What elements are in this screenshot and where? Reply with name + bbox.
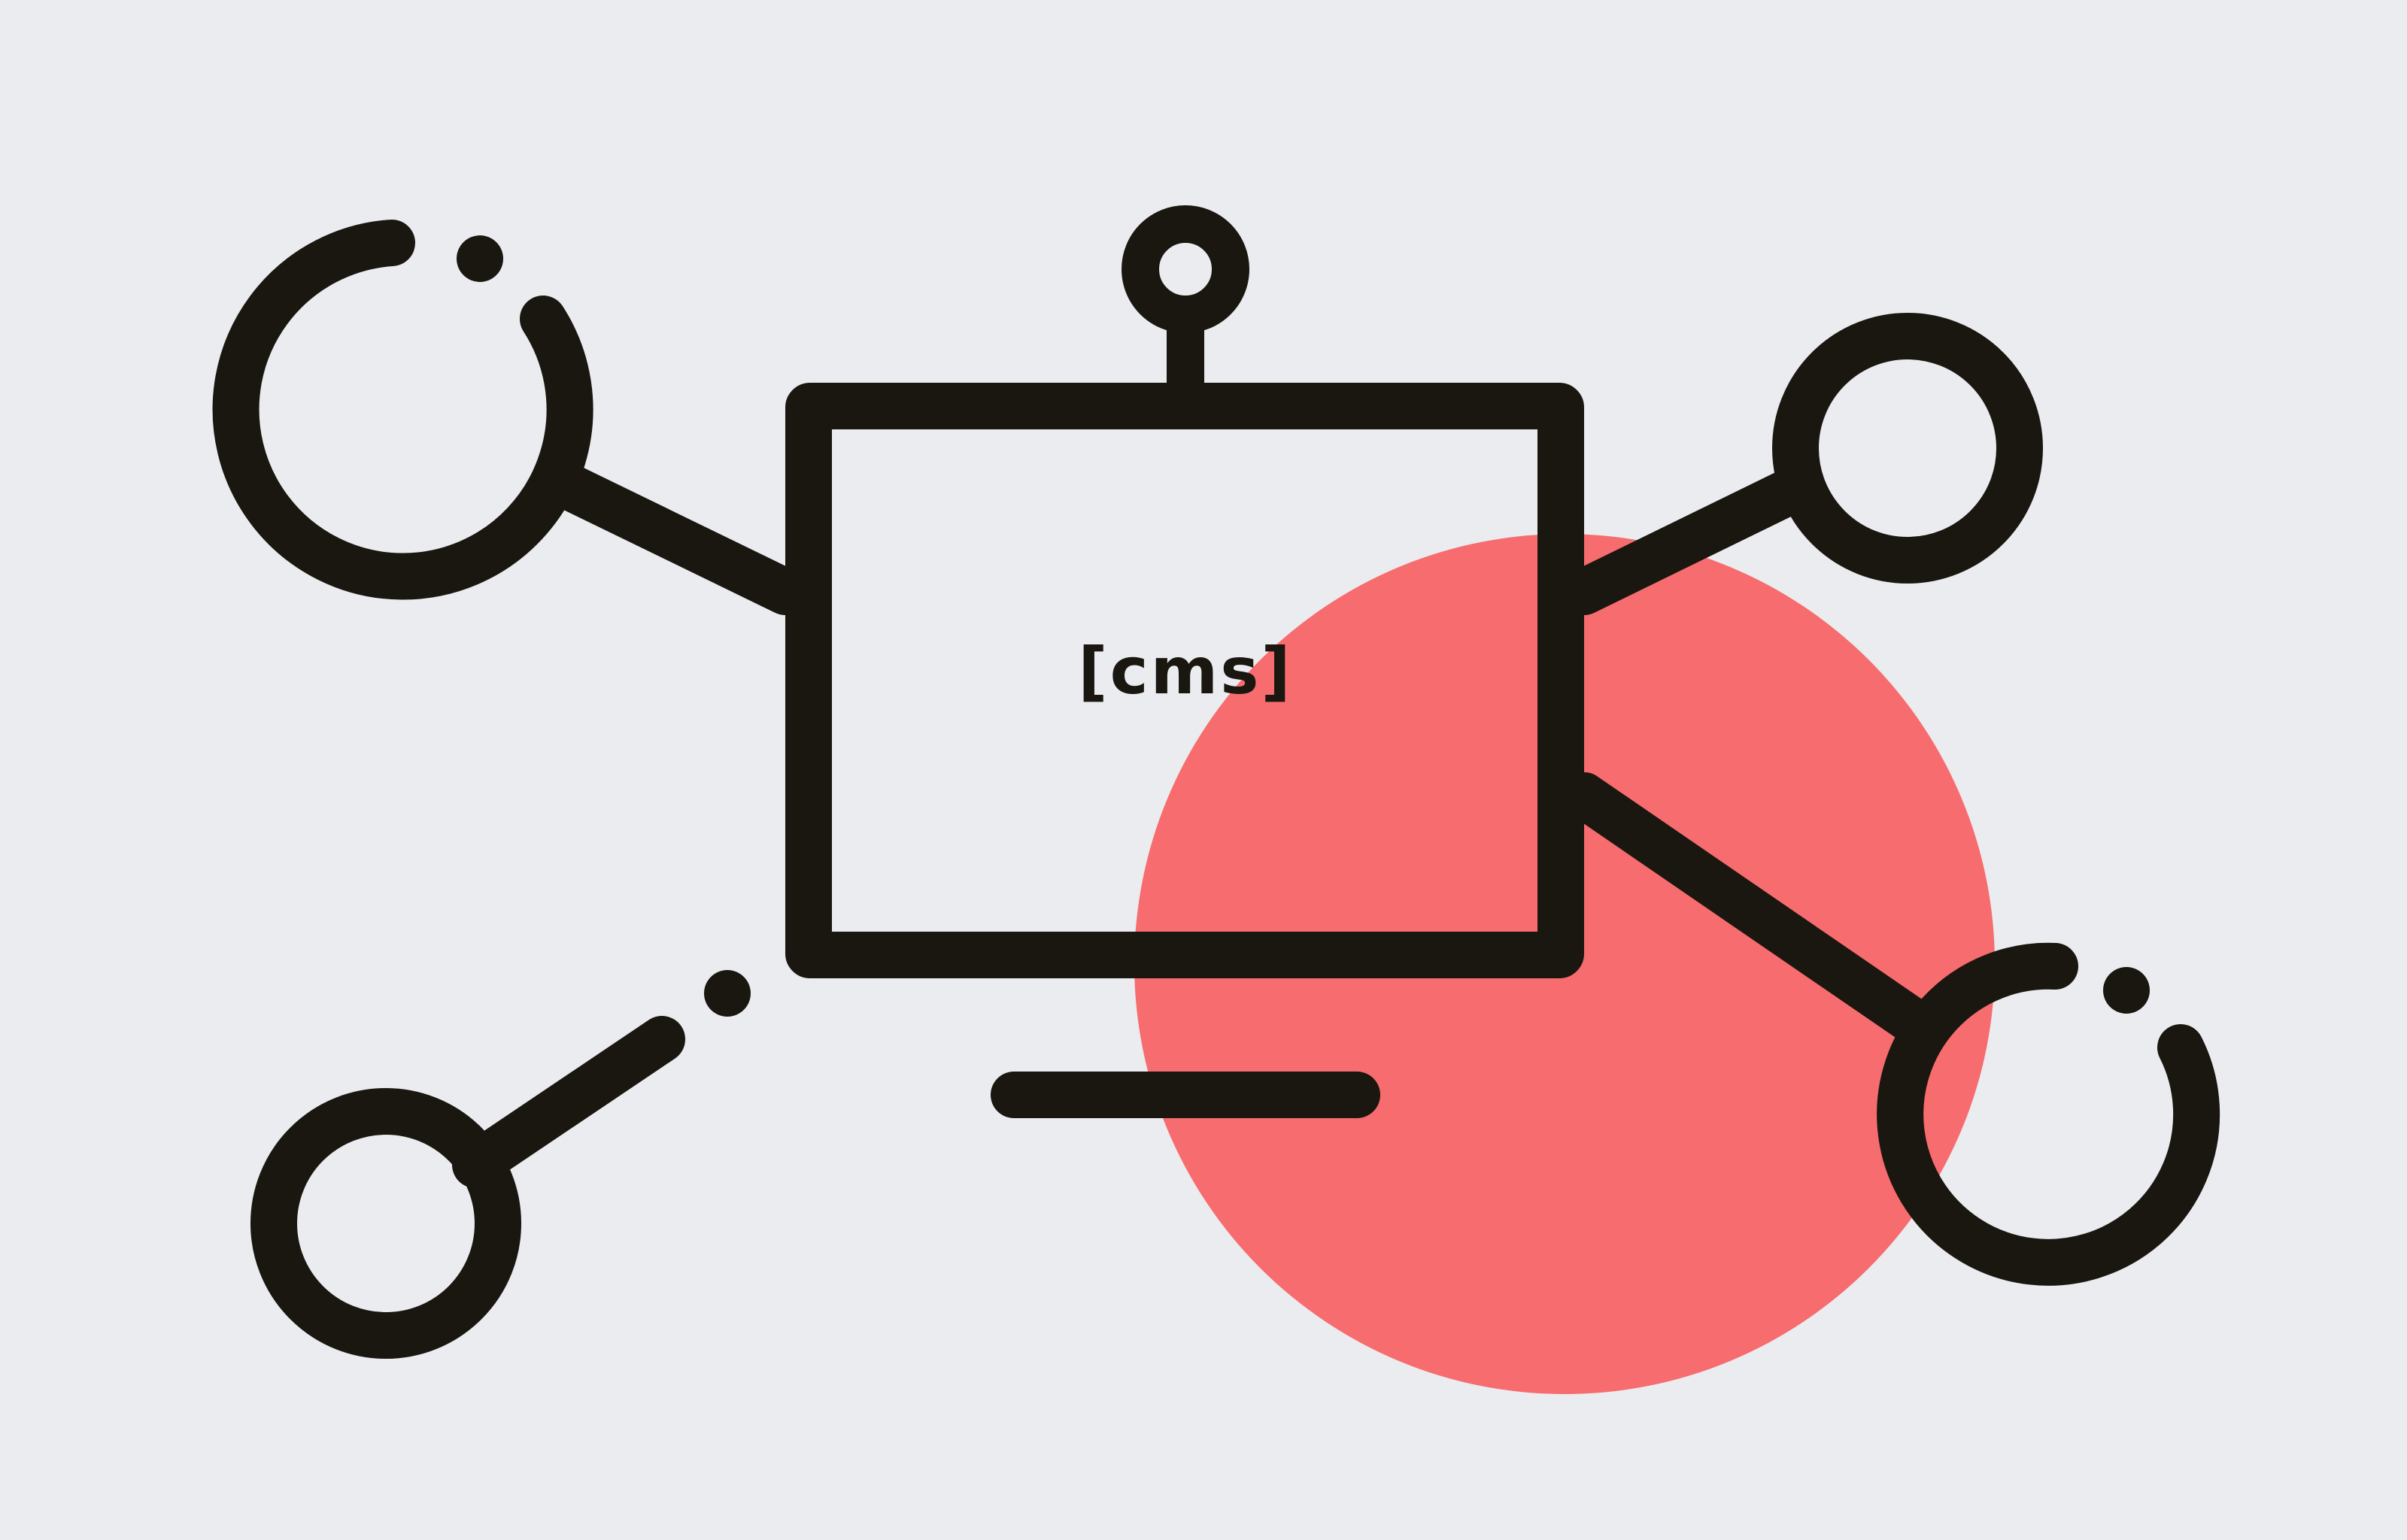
- connected-node-icon-bottom-right: [1877, 942, 2220, 1286]
- antenna-icon: [1122, 205, 1249, 333]
- cms-label: [cms]: [1078, 634, 1292, 709]
- connected-node-icon-top-right: [1772, 313, 2043, 584]
- connector-line-bottom-right: [1561, 772, 1934, 1043]
- dot-icon-top-left: [457, 235, 503, 282]
- connected-node-icon-bottom-left: [250, 1088, 521, 1359]
- monitor-icon: [785, 383, 1584, 978]
- connector-line-top-left: [535, 458, 809, 615]
- connector-line-top-right: [1561, 468, 1812, 615]
- dot-icon-bottom-right: [2103, 967, 2150, 1014]
- connector-line-bottom-left: [452, 1016, 685, 1188]
- dot-icon-bottom-left: [704, 970, 751, 1017]
- connected-node-icon-top-left: [212, 220, 593, 600]
